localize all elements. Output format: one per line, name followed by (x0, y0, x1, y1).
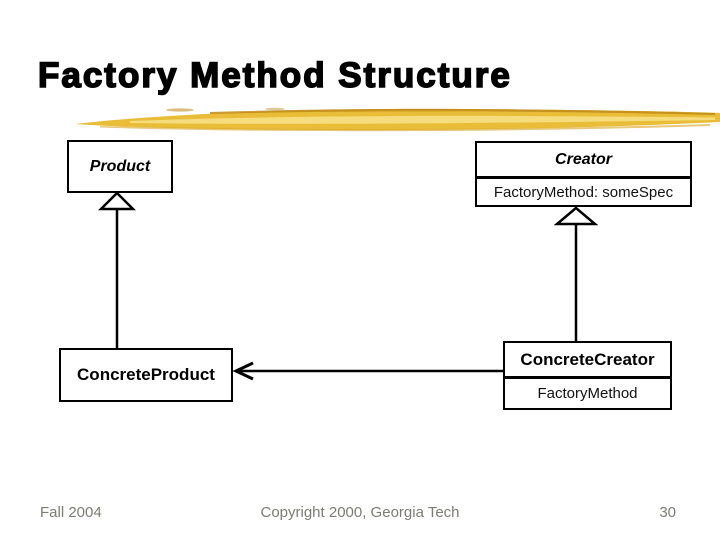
footer-page-number: 30 (659, 504, 676, 521)
page-title: Factory Method Structure (37, 55, 512, 96)
class-name-concrete-creator: ConcreteCreator (520, 349, 655, 369)
class-box-creator: Creator FactoryMethod: someSpec (475, 141, 692, 207)
class-name-product: Product (89, 157, 151, 175)
class-name-concrete-product: ConcreteProduct (77, 365, 215, 384)
slide-footer: Fall 2004 Copyright 2000, Georgia Tech 3… (0, 504, 720, 526)
class-member-factorymethod: FactoryMethod (537, 385, 638, 402)
inheritance-arrow-product (97, 191, 137, 348)
footer-semester: Fall 2004 (40, 504, 102, 521)
class-member-factorymethod-spec: FactoryMethod: someSpec (493, 183, 674, 201)
class-box-concrete-product: ConcreteProduct (59, 348, 233, 402)
highlight-brush-stroke (75, 107, 720, 132)
footer-copyright: Copyright 2000, Georgia Tech (260, 504, 460, 521)
class-box-concrete-creator: ConcreteCreator FactoryMethod (503, 341, 672, 410)
class-box-product: Product (67, 140, 173, 193)
association-arrow-creates (232, 361, 503, 381)
class-name-creator: Creator (555, 150, 612, 168)
inheritance-arrow-creator (553, 206, 599, 341)
